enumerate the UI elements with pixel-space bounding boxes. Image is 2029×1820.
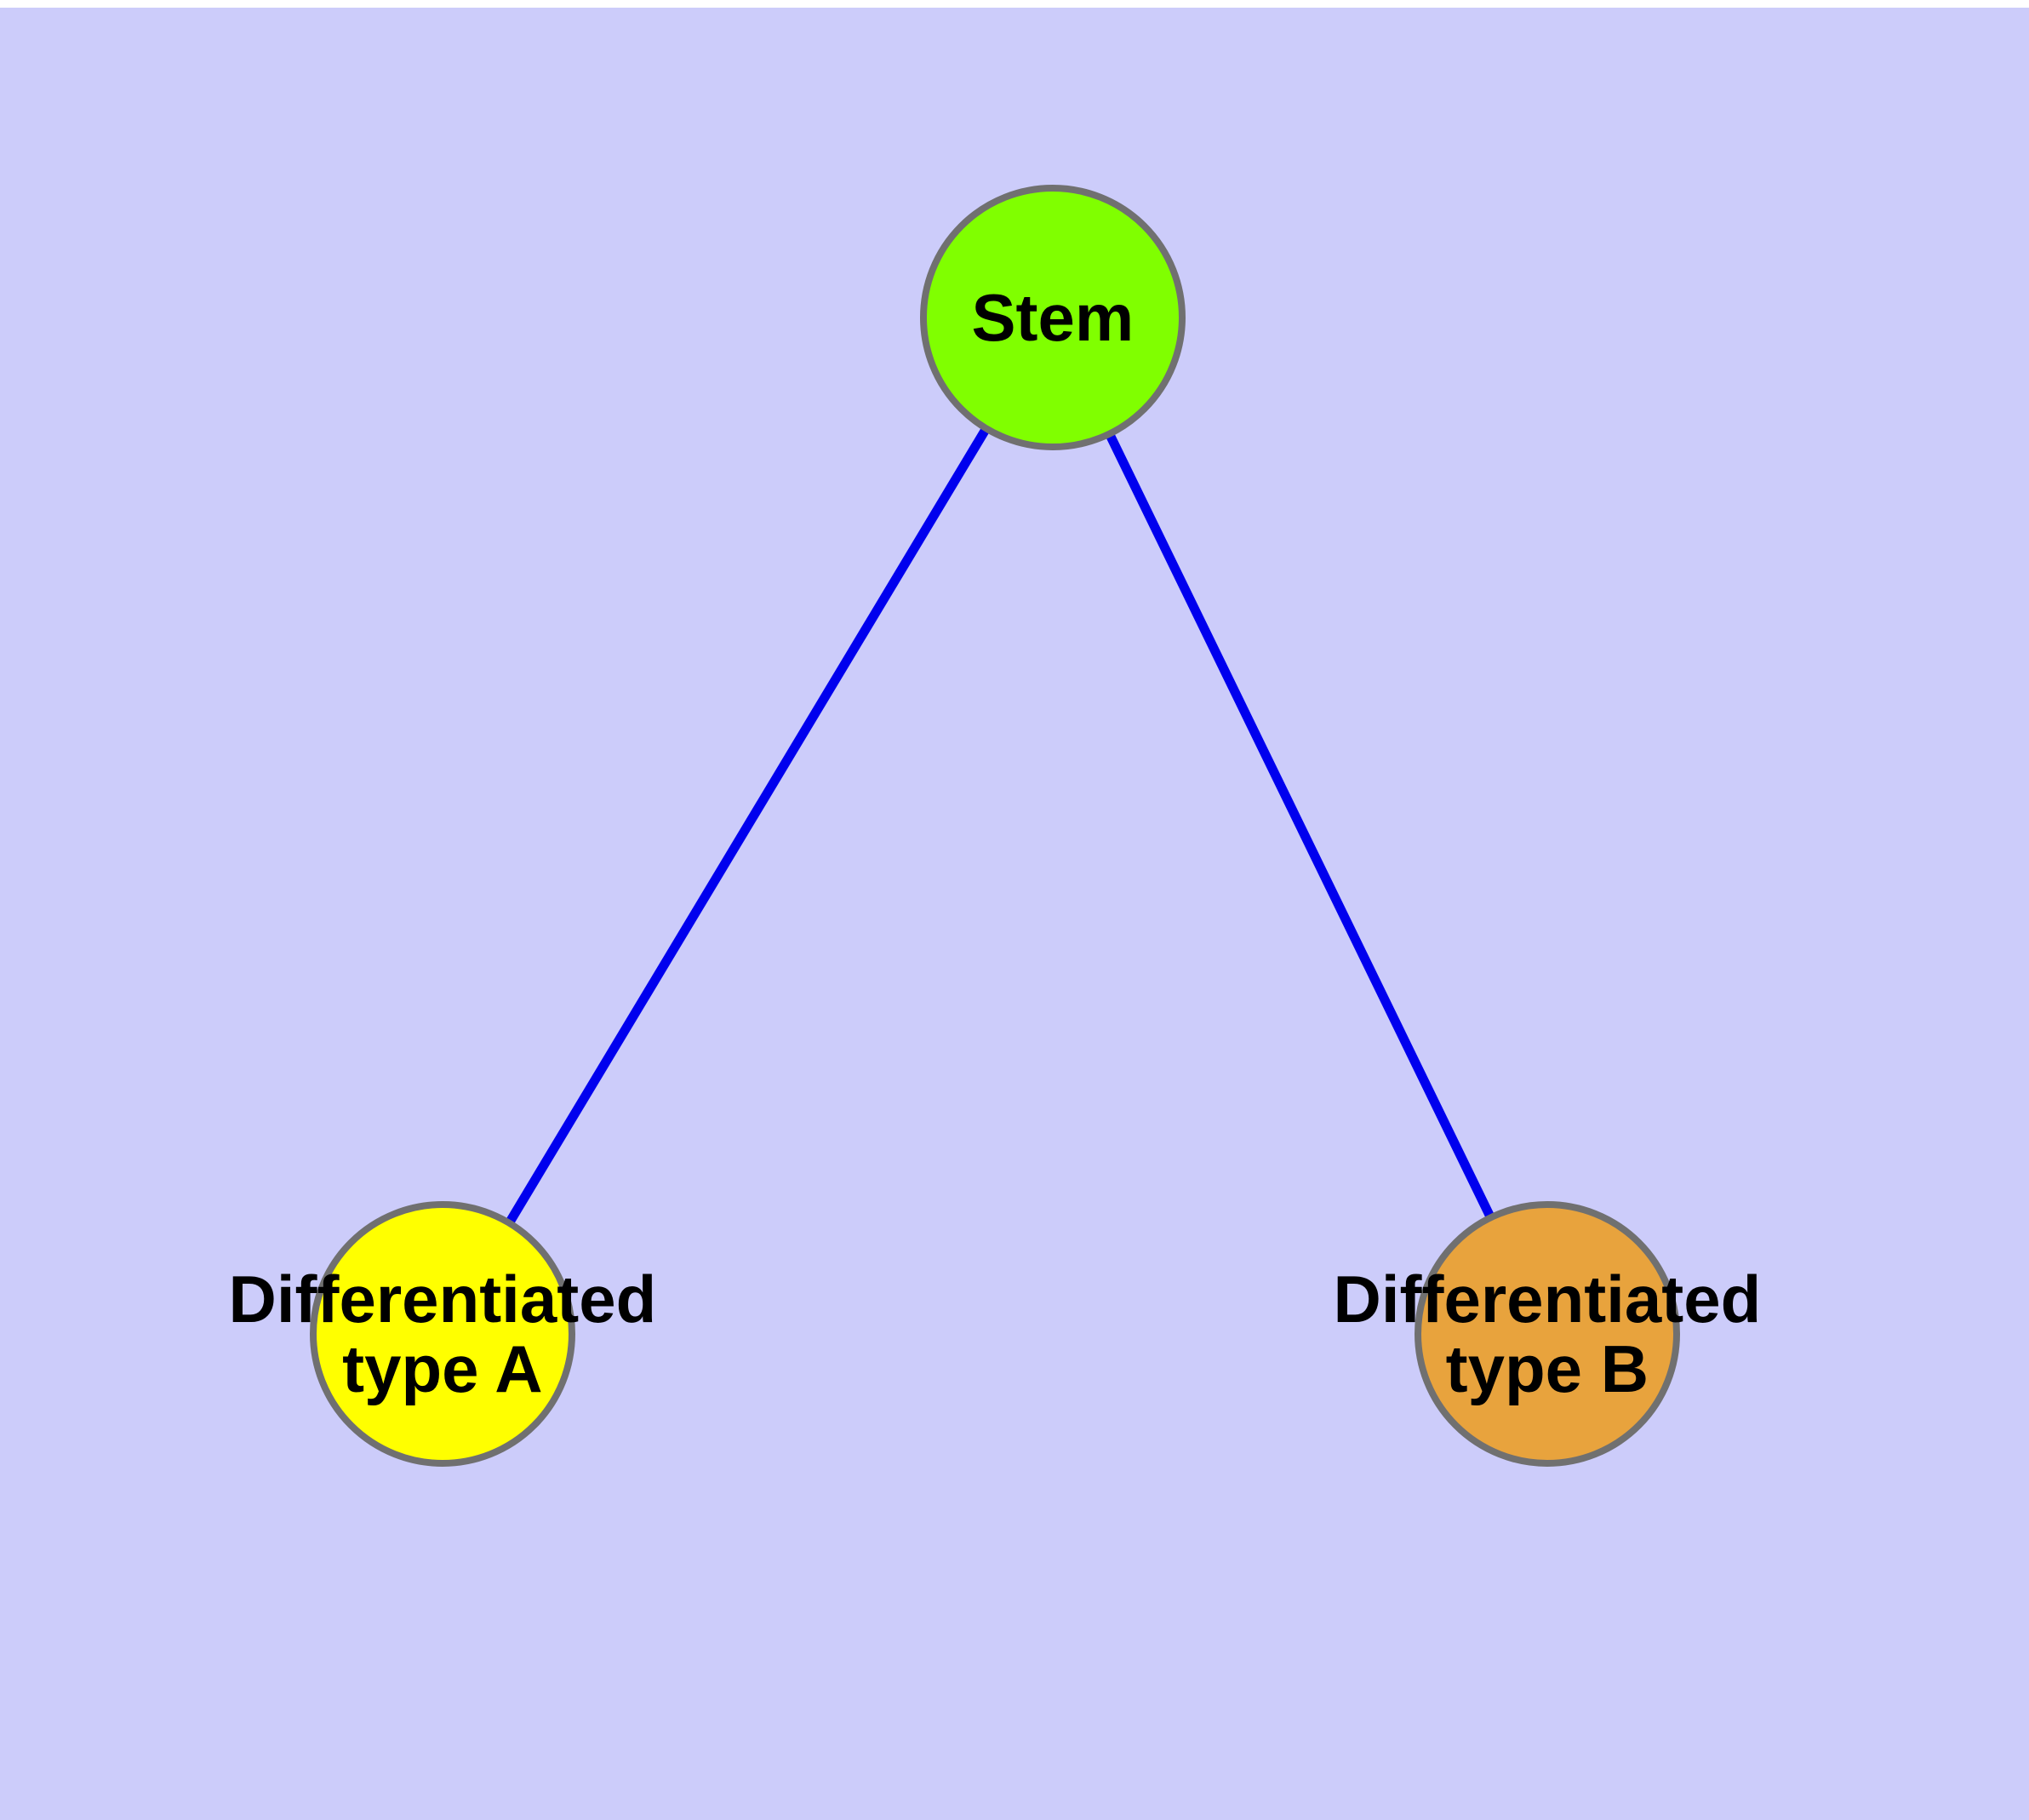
edge-layer (438, 315, 1552, 1336)
node-diff_a[interactable] (310, 1201, 575, 1467)
node-diff_b[interactable] (1415, 1201, 1680, 1467)
node-layer (310, 185, 1680, 1467)
node-stem[interactable] (920, 185, 1186, 450)
edge-stem-diff_a (438, 315, 1057, 1336)
edge-stem-diff_b (1049, 315, 1552, 1336)
